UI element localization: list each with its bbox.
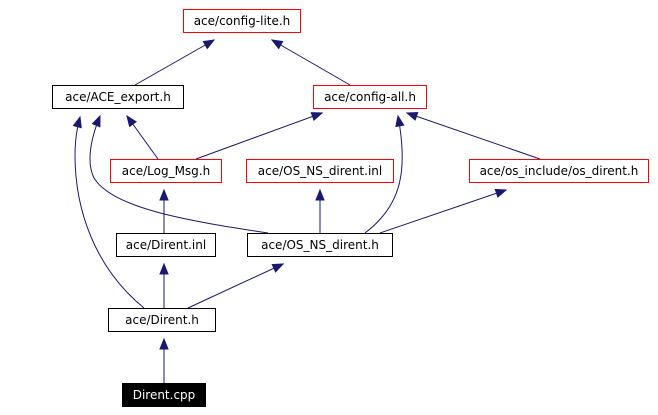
edge-dirent_h-to-dirent_inl [159,262,169,308]
edge-dirent_h-to-ace_export [72,115,145,309]
edge-line [134,39,215,86]
edge-line [271,39,351,86]
node-ace-export[interactable]: ace/ACE_export.h [52,85,184,109]
edge-os_ns_dirent_h-to-ace_export [89,114,269,234]
node-log-msg[interactable]: ace/Log_Msg.h [110,159,222,183]
node-dirent-cpp: Dirent.cpp [122,383,206,407]
arrowhead [159,188,169,201]
node-os-ns-dirent-inl[interactable]: ace/OS_NS_dirent.inl [246,159,394,183]
arrowhead [202,39,216,50]
arrowhead [494,188,508,198]
arrowhead [395,114,405,128]
arrowhead [159,337,169,350]
edge-dirent_cpp-to-dirent_h [159,337,169,383]
edge-dirent_inl-to-log_msg [159,188,169,233]
edge-os_dirent-to-config_all [405,111,541,160]
edge-line [379,189,507,234]
edge-log_msg-to-config_all [195,112,324,160]
edge-os_ns_dirent_h-to-config_all [364,114,405,234]
node-dirent-inl[interactable]: ace/Dirent.inl [116,233,216,257]
arrowhead [72,115,82,129]
arrowhead [405,111,419,121]
arrowhead [310,112,324,122]
node-os-dirent[interactable]: ace/os_include/os_dirent.h [469,159,649,183]
edge-line [187,263,284,309]
edge-config_all-to-config_lite [270,39,351,86]
arrowhead [315,188,325,201]
arrowhead [159,262,169,275]
node-dirent-h[interactable]: ace/Dirent.h [108,308,216,332]
arrowhead [270,39,284,50]
edge-line [74,116,145,309]
node-config-all[interactable]: ace/config-all.h [313,85,427,109]
edge-os_ns_dirent_h-to-os_dirent [379,188,508,234]
node-config-lite[interactable]: ace/config-lite.h [183,9,301,33]
node-os-ns-dirent-h[interactable]: ace/OS_NS_dirent.h [247,233,393,257]
arrowhead [271,263,285,273]
edge-line [364,115,403,234]
arrowhead [126,114,137,128]
edge-os_ns_dirent_h-to-os_ns_dirent_inl [315,188,325,233]
arrowhead [91,114,101,128]
edge-line [406,112,541,160]
edge-ace_export-to-config_lite [134,39,216,86]
edge-dirent_h-to-os_ns_dirent_h [187,263,285,309]
edge-line [89,115,269,234]
edge-log_msg-to-ace_export [126,114,159,160]
edge-line [195,112,323,160]
